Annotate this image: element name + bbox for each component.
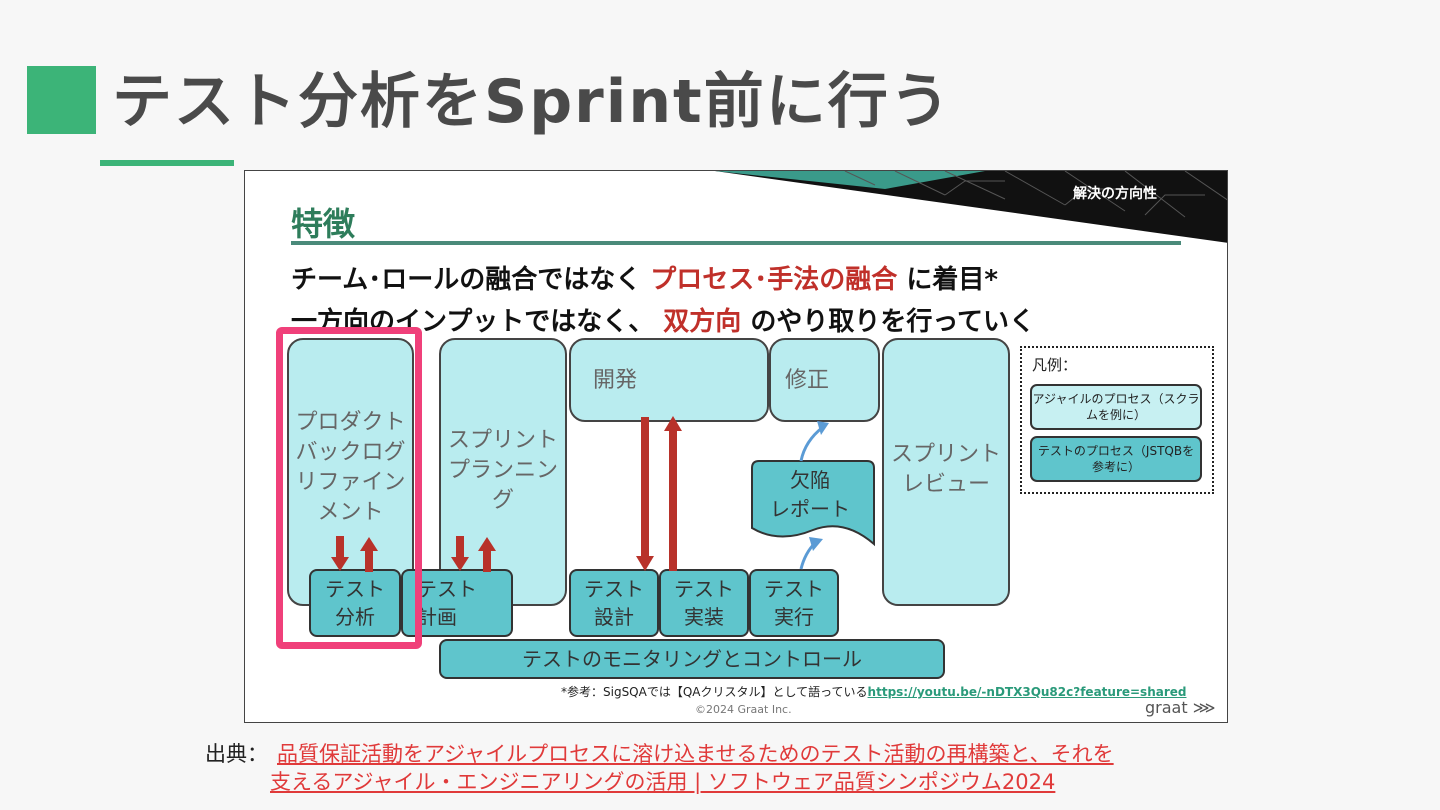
feature-text: チーム･ロールの融合ではなく (291, 265, 651, 295)
page-title: テスト分析をSprint前に行う (112, 67, 952, 137)
fix-label: 修正 (785, 368, 830, 393)
slide-banner (715, 171, 1227, 243)
source-link-line-1[interactable]: 品質保証活動をアジャイルプロセスに溶け込ませるためのテスト活動の再構築と、それを (277, 742, 1114, 766)
sprint-review-box: スプリント レビュー (882, 338, 1010, 606)
test-analysis-label: テスト 分析 (325, 577, 385, 629)
development-label: 開発 (593, 368, 638, 393)
sprint-review-label: スプリント レビュー (890, 442, 1001, 497)
test-analysis-box: テスト 分析 (309, 569, 401, 637)
feature-text: のやり取りを行っていく (741, 307, 1036, 337)
test-design-box: テスト 設計 (569, 569, 659, 637)
slide-footnote: *参考：SigSQAでは【QAクリスタル】として語っているhttps://you… (561, 683, 1186, 700)
footnote-text: *参考：SigSQAでは【QAクリスタル】として語っている (561, 685, 868, 699)
test-implementation-box: テスト 実装 (659, 569, 749, 637)
feature-highlight: 双方向 (663, 307, 742, 337)
title-accent-square (27, 66, 96, 134)
legend-item-test: テストのプロセス（JSTQBを参考に） (1030, 436, 1202, 482)
test-execution-label: テスト 実行 (764, 577, 824, 629)
section-title: 特徴 (291, 205, 356, 243)
feature-line-1: チーム･ロールの融合ではなく プロセス･手法の融合 に着目* (291, 259, 998, 296)
legend: 凡例： アジャイルのプロセス（スクラムを例に） テストのプロセス（JSTQBを参… (1020, 346, 1214, 494)
feature-highlight: プロセス･手法の融合 (650, 265, 898, 295)
defect-report-label: 欠陥 レポート (770, 468, 850, 521)
banner-pattern (844, 171, 1227, 218)
sprint-planning-label: スプリント プランニン グ (447, 428, 558, 513)
legend-item-agile: アジャイルのプロセス（スクラムを例に） (1030, 384, 1202, 430)
flow-arrows (331, 416, 829, 572)
development-box: 開発 (569, 338, 769, 422)
legend-title: 凡例： (1032, 356, 1078, 374)
slide-copyright: ©2024 Graat Inc. (695, 703, 792, 716)
legend-test-label: テストのプロセス（JSTQBを参考に） (1037, 444, 1195, 474)
section-rule (291, 241, 1181, 245)
test-execution-box: テスト 実行 (749, 569, 839, 637)
source-link-line-2[interactable]: 支えるアジャイル・エンジニアリングの活用 | ソフトウェア品質シンポジウム202… (270, 770, 1056, 794)
highlight-frame (276, 327, 422, 649)
banner-label: 解決の方向性 (1073, 186, 1157, 202)
monitoring-control-box: テストのモニタリングとコントロール (439, 639, 945, 679)
embedded-slide: 解決の方向性 特徴 チーム･ロールの融合ではなく プロセス･手法の融合 に着目*… (244, 170, 1228, 723)
backlog-refinement-label: プロダクト バックログ リファイン メント (295, 410, 406, 525)
title-underline (100, 160, 234, 166)
banner-teal-shape (715, 171, 985, 189)
legend-agile-label: アジャイルのプロセス（スクラムを例に） (1032, 392, 1200, 422)
feature-text: に着目* (897, 265, 998, 295)
defect-report-shape (751, 460, 875, 547)
graat-logo: graat ⋙ (1145, 698, 1216, 717)
footnote-link[interactable]: https://youtu.be/-nDTX3Qu82c?feature=sha… (867, 685, 1187, 699)
test-implementation-label: テスト 実装 (674, 577, 734, 629)
test-planning-label: テスト 計画 (417, 577, 477, 629)
source-label: 出典： (205, 742, 268, 766)
monitoring-control-label: テストのモニタリングとコントロール (522, 647, 862, 671)
test-design-label: テスト 設計 (584, 577, 644, 629)
fix-box: 修正 (769, 338, 880, 422)
